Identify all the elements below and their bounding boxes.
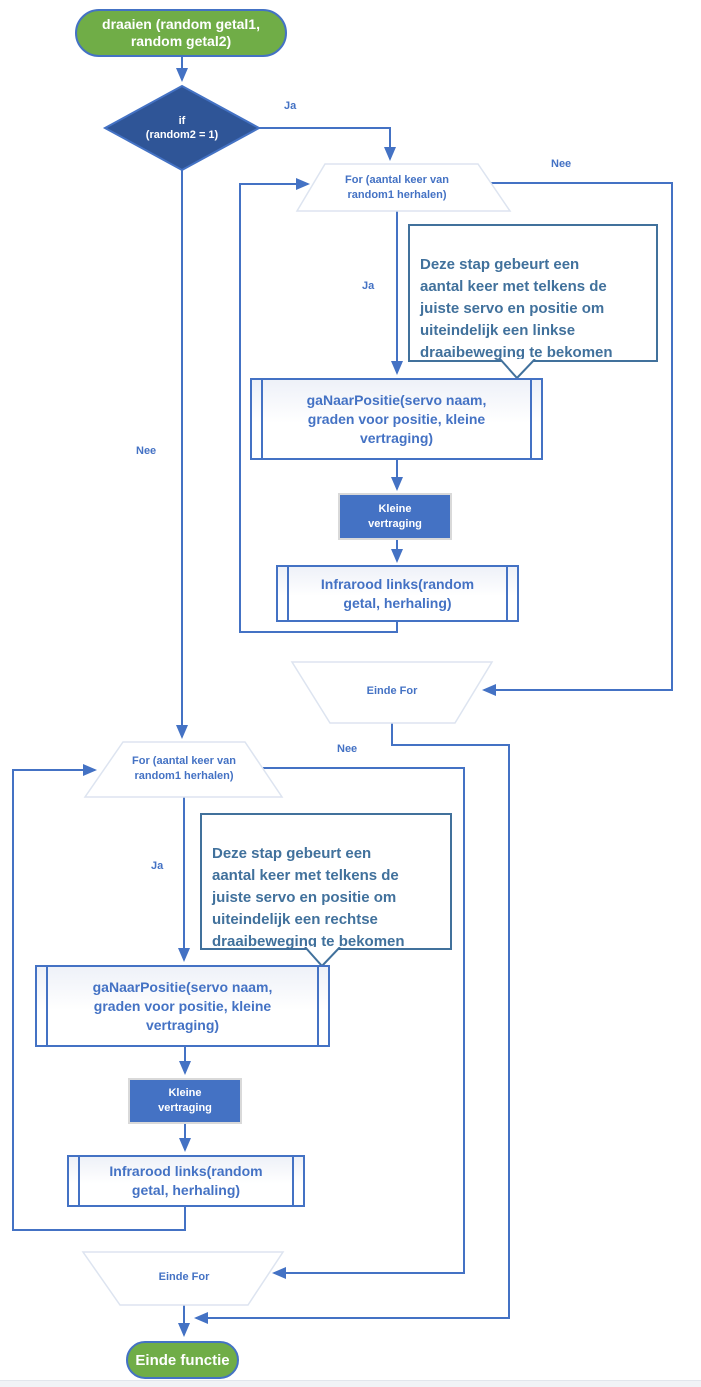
callout-left-turn: Deze stap gebeurt een aantal keer met te… (408, 224, 658, 380)
edge-label-ja-loop1: Ja (362, 280, 375, 292)
callout-tail (499, 359, 536, 380)
endfor1-label: Einde For (366, 684, 418, 697)
infrared-1-node: Infrarood links(random getal, herhaling) (276, 565, 519, 622)
infrared-2-label: Infrarood links(random getal, herhaling) (109, 1163, 263, 1198)
edge-if-ja-to-for1 (259, 127, 396, 161)
small-delay-2-node: Kleine vertraging (128, 1078, 242, 1124)
infrared-1-label: Infrarood links(random getal, herhaling) (320, 575, 475, 611)
go-to-position-2-node: gaNaarPositie(servo naam, graden voor po… (35, 965, 330, 1047)
start-node-label: draaien (random getal1, random getal2) (102, 16, 260, 49)
edge-label-nee-if: Nee (136, 445, 157, 457)
endfor2-label: Einde For (158, 1270, 210, 1283)
edge-label-nee-loop1: Nee (551, 158, 572, 170)
small-delay-2-label: Kleine vertraging (158, 1087, 212, 1114)
end-node-label: Einde functie (135, 1351, 230, 1369)
edge-label-ja-if: Ja (284, 100, 297, 112)
edge-label-ja-loop2: Ja (151, 860, 164, 872)
small-delay-1-label: Kleine vertraging (368, 502, 422, 530)
end-node: Einde functie (126, 1341, 239, 1379)
infrared-2-node: Infrarood links(random getal, herhaling) (67, 1155, 305, 1207)
for1-label: For (aantal keer van random1 herhalen) (345, 173, 449, 201)
for2-label: For (aantal keer van random1 herhalen) (132, 755, 236, 782)
go-to-position-1-label: gaNaarPositie(servo naam, graden voor po… (306, 391, 487, 446)
callout-left-turn-text: Deze stap gebeurt een aantal keer met te… (420, 256, 613, 361)
edge-label-nee-loop2: Nee (337, 743, 358, 755)
callout-right-turn-text: Deze stap gebeurt een aantal keer met te… (212, 845, 405, 950)
if-diamond-label: if (random2 = 1) (145, 115, 219, 141)
go-to-position-1-node: gaNaarPositie(servo naam, graden voor po… (250, 378, 543, 460)
start-node: draaien (random getal1, random getal2) (75, 9, 287, 57)
page-bottom-strip (0, 1380, 701, 1387)
go-to-position-2-label: gaNaarPositie(servo naam, graden voor po… (92, 978, 273, 1033)
callout-right-turn: Deze stap gebeurt een aantal keer met te… (200, 813, 452, 968)
small-delay-1-node: Kleine vertraging (338, 493, 452, 540)
